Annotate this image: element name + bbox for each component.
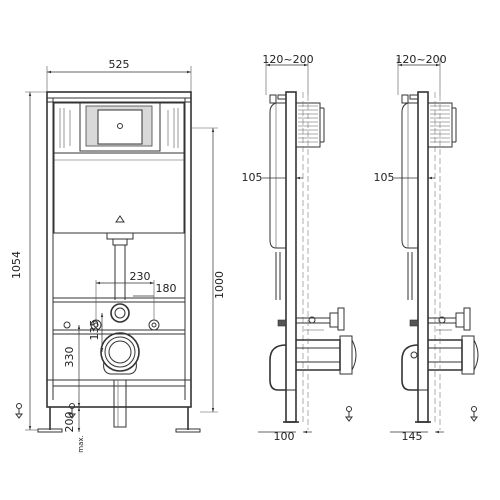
side-view-1: 120~200 105: [242, 53, 357, 443]
side2-offset-label: 105: [374, 171, 395, 184]
floor-level-icon: [470, 406, 478, 422]
side-view-2: 120~200 105: [374, 53, 479, 443]
outlet-spacing2-label: 180: [156, 282, 177, 295]
side2-bottom-label: 145: [402, 430, 423, 443]
height-dimension-label: 1054: [10, 251, 23, 279]
floor-level-icon: [345, 406, 353, 422]
width-dimension-label: 525: [109, 58, 130, 71]
foot-height-prefix: max.: [77, 435, 85, 452]
outlet-spacing-label: 230: [130, 270, 151, 283]
frame-height-dimension-label: 1000: [213, 271, 226, 299]
side1-offset-label: 105: [242, 171, 263, 184]
side1-depth-label: 120~200: [262, 53, 313, 66]
floor-level-icon: [68, 403, 76, 419]
side2-depth-label: 120~200: [395, 53, 446, 66]
drain-height-label: 330: [63, 347, 76, 368]
side1-bottom-label: 100: [274, 430, 295, 443]
front-view: 525: [10, 58, 226, 453]
floor-level-icon: [15, 403, 23, 419]
inlet-height-label: 135: [88, 320, 101, 341]
